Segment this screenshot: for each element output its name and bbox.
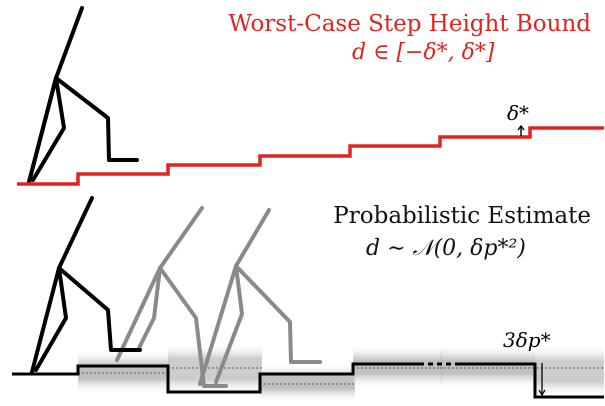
three-delta-arrow (538, 363, 546, 397)
delta-star-label: δ* (507, 101, 530, 125)
ghost-walker-2 (198, 208, 322, 386)
ghost-walker-1 (115, 206, 228, 388)
worst-case-equation: d ∈ [−δ*, δ*] (352, 40, 495, 65)
walker-top-front-leg (27, 76, 66, 184)
probabilistic-equation: d ∼ 𝒩(0, δp*²) (366, 236, 526, 261)
walker-figure-bottom (30, 196, 142, 374)
three-delta-label: 3δp* (503, 328, 551, 352)
walker-figure-top (27, 6, 139, 184)
walker-top-swing-leg (54, 76, 139, 162)
probabilistic-ground-profile-end (460, 362, 604, 399)
reference-dotted-lines (78, 367, 604, 385)
delta-arrow (517, 124, 525, 136)
walker-top-torso (54, 6, 84, 80)
probabilistic-title: Probabilistic Estimate (333, 203, 591, 229)
worst-case-title: Worst-Case Step Height Bound (228, 11, 591, 37)
probabilistic-ground-profile (12, 362, 424, 394)
worst-case-ground-profile (17, 126, 604, 186)
uncertainty-bands (78, 343, 604, 402)
